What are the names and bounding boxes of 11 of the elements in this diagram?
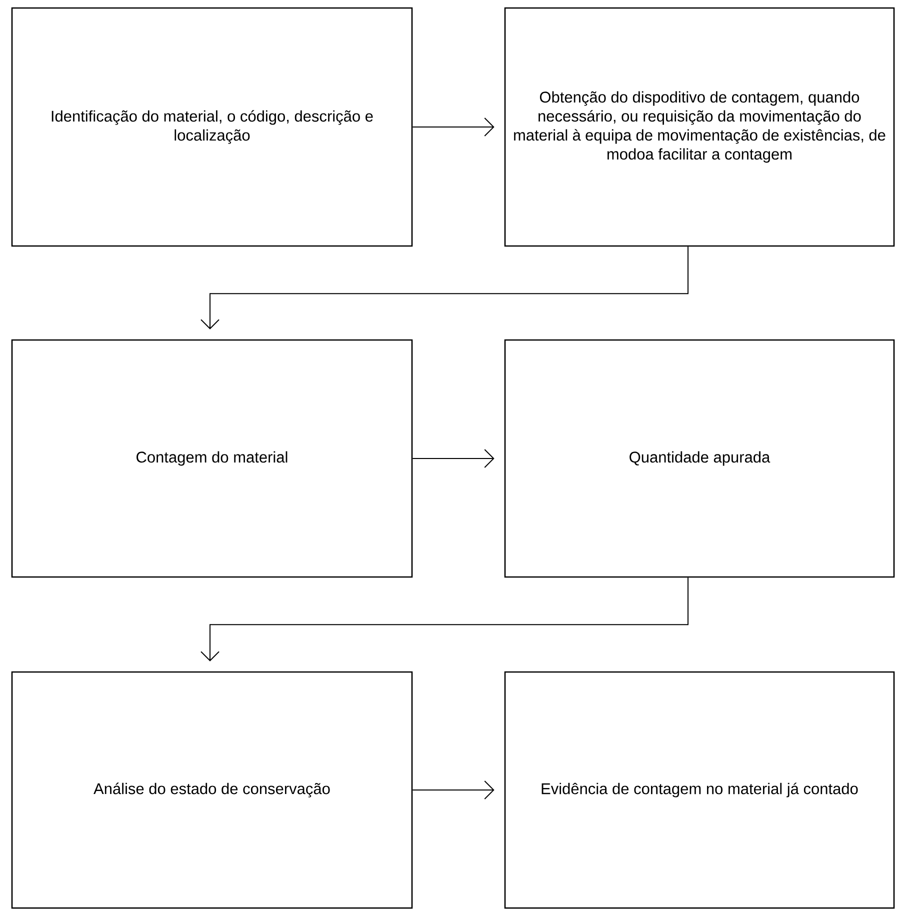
process-box: Análise do estado de conservação: [11, 671, 413, 909]
process-box: Identificação do material, o código, descrição e localização: [11, 7, 413, 247]
arrow: [412, 780, 494, 800]
process-box: Contagem do material: [11, 339, 413, 578]
arrow: [200, 577, 688, 662]
process-box: Obtenção do dispoditivo de contagem, quando necessário, ou requisição da movimentação do material à equipa de movimentação de existências, de modoa facilitar a contagem: [504, 7, 895, 247]
arrow: [412, 449, 494, 468]
arrow: [200, 246, 688, 330]
process-box: Quantidade apurada: [504, 339, 895, 578]
process-box: Evidência de contagem no material já contado: [504, 671, 895, 909]
arrow: [412, 118, 494, 136]
